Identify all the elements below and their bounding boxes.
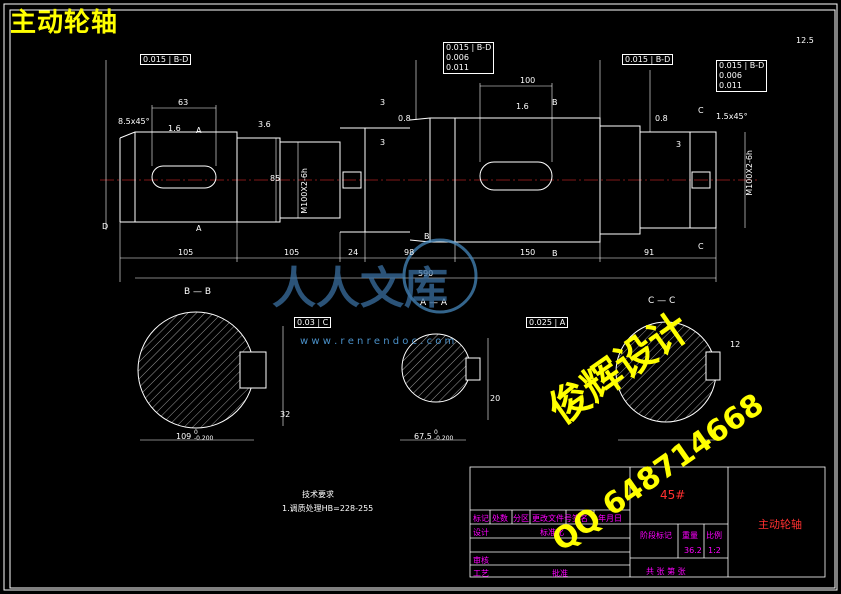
roughness-5: 0.8 bbox=[655, 114, 668, 123]
watermark-site-url: w w w . r e n r e n d o c . c o m bbox=[300, 336, 455, 347]
section-bb-label: B — B bbox=[184, 287, 212, 297]
keyway-left bbox=[151, 165, 217, 189]
watermark-site-logo: 人人文库 bbox=[272, 263, 448, 314]
title-block-grid bbox=[469, 466, 826, 578]
overlay-title: 主动轮轴 bbox=[10, 8, 119, 38]
section-cc-label: C — C bbox=[648, 296, 676, 306]
tb-design: 设计 bbox=[473, 528, 489, 537]
thread-left: M100X2-6h bbox=[300, 168, 309, 214]
tb-stage-mark: 阶段标记 bbox=[640, 531, 672, 540]
title-material: 45# bbox=[660, 488, 686, 502]
roughness-4: 0.8 bbox=[398, 114, 411, 123]
tb-sign: 签名 bbox=[572, 514, 588, 523]
tb-review: 审核 bbox=[473, 556, 489, 565]
section-mark-b1: B bbox=[552, 98, 558, 107]
section-bb-dim1-tol: 0 -0.200 bbox=[194, 429, 214, 442]
roughness-1: 1.6 bbox=[168, 124, 181, 133]
inner-frame bbox=[9, 9, 836, 589]
thread-right: M100X2-6h bbox=[745, 150, 754, 196]
dim-85: 85 bbox=[270, 174, 281, 183]
tech-req-line1: 1.调质处理HB=228-255 bbox=[282, 504, 374, 513]
dim-63: 63 bbox=[178, 98, 189, 107]
datum-b: B bbox=[424, 232, 430, 241]
tb-sheets: 共 张 第 张 bbox=[646, 567, 686, 576]
dimension-lines bbox=[105, 60, 746, 282]
dim-3b: 3 bbox=[380, 138, 386, 147]
section-aa-dim1: 67.5 bbox=[414, 432, 432, 441]
section-bb-tol: 0.03 | C bbox=[294, 317, 332, 328]
tb-zone: 分区 bbox=[513, 514, 529, 523]
section-cc-dim1: 12 bbox=[730, 340, 741, 349]
tb-process: 工艺 bbox=[473, 569, 489, 578]
tb-weight: 重量 bbox=[682, 531, 698, 540]
tol-frame-1: 0.015 | B-D bbox=[140, 54, 192, 65]
dim-3c: 3 bbox=[676, 140, 682, 149]
dim-100: 100 bbox=[520, 76, 536, 85]
roughness-3: 1.6 bbox=[516, 102, 529, 111]
tb-std: 标准化 bbox=[540, 528, 564, 537]
section-bb bbox=[137, 311, 284, 441]
chamfer-right: 1.5x45° bbox=[716, 112, 748, 121]
dim-105a: 105 bbox=[178, 248, 194, 257]
dim-98: 98 bbox=[404, 248, 415, 257]
section-mark-c1: C bbox=[698, 106, 704, 115]
thread-relief-right bbox=[691, 171, 711, 189]
dim-105b: 105 bbox=[284, 248, 300, 257]
tb-approve: 批准 bbox=[552, 569, 568, 578]
dim-590: 590 bbox=[418, 269, 434, 278]
tb-scale: 比例 bbox=[706, 531, 722, 540]
chamfer-left: 8.5x45° bbox=[118, 117, 150, 126]
section-bb-dim1: 109 bbox=[176, 432, 192, 441]
tb-date: 年月日 bbox=[598, 514, 622, 523]
tb-change-doc: 更改文件号 bbox=[532, 514, 572, 523]
section-aa bbox=[400, 333, 489, 441]
section-cc bbox=[615, 321, 721, 441]
roughness-6: 12.5 bbox=[796, 36, 814, 45]
tol-frame-3: 0.015 | B-D bbox=[622, 54, 674, 65]
title-part-name: 主动轮轴 bbox=[758, 518, 802, 531]
tech-req-heading: 技术要求 bbox=[302, 490, 334, 499]
thread-relief-left bbox=[342, 171, 362, 189]
section-mark-b2: B bbox=[552, 249, 558, 258]
dim-3a: 3 bbox=[380, 98, 386, 107]
dim-150: 150 bbox=[520, 248, 536, 257]
section-aa-tol: 0.025 | A bbox=[526, 317, 569, 328]
keyway-right bbox=[479, 161, 553, 191]
roughness-2: 3.6 bbox=[258, 120, 271, 129]
tb-count: 处数 bbox=[492, 514, 508, 523]
outer-frame bbox=[3, 3, 838, 591]
tb-weight-val: 36.2 bbox=[684, 546, 702, 555]
section-bb-dim2: 32 bbox=[280, 410, 291, 419]
section-mark-c2: C bbox=[698, 242, 704, 251]
dim-91: 91 bbox=[644, 248, 655, 257]
datum-d: D bbox=[102, 222, 109, 231]
tb-scale-val: 1:2 bbox=[708, 546, 721, 555]
dim-24: 24 bbox=[348, 248, 359, 257]
section-aa-label: A — A bbox=[420, 298, 448, 308]
section-mark-a1: A bbox=[196, 126, 202, 135]
watermark-logo-ring bbox=[402, 238, 478, 314]
section-mark-a2: A bbox=[196, 224, 202, 233]
tb-mark: 标记 bbox=[473, 514, 489, 523]
section-aa-dim2: 20 bbox=[490, 394, 501, 403]
section-aa-dim1-tol: 0 -0.200 bbox=[434, 429, 454, 442]
